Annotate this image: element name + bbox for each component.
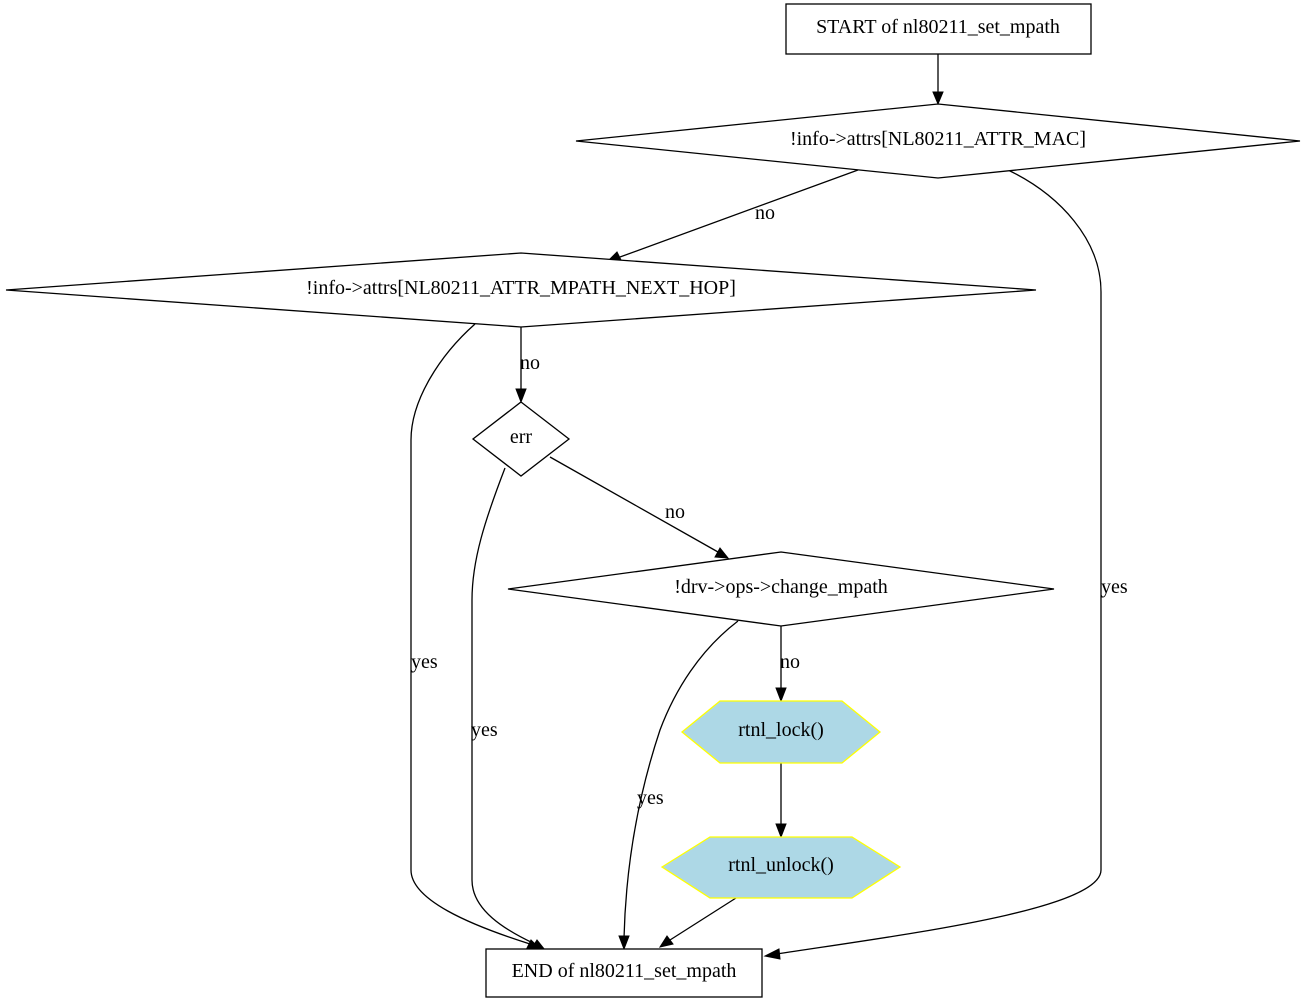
edge-label-mac-yes: yes [1101,576,1128,598]
edge-mac-no: no [606,169,859,263]
node-check-mac-label: !info->attrs[NL80211_ATTR_MAC] [790,128,1086,150]
node-rtnl-unlock-label: rtnl_unlock() [728,854,834,876]
node-rtnl-lock-label: rtnl_lock() [738,719,824,741]
node-rtnl-unlock: rtnl_unlock() [660,836,902,899]
node-check-mac: !info->attrs[NL80211_ATTR_MAC] [575,103,1301,179]
node-check-err-label: err [510,426,533,448]
edge-label-next-hop-no: no [520,352,540,374]
node-check-err: err [471,401,571,477]
edge-change-mpath-yes: yes [618,620,739,951]
node-end-label: END of nl80211_set_mpath [512,960,737,982]
node-start-label: START of nl80211_set_mpath [816,16,1060,38]
edge-start-to-mac [932,54,944,106]
node-rtnl-lock: rtnl_lock() [680,700,882,764]
edge-label-next-hop-yes: yes [411,651,438,673]
edge-err-yes: yes [471,467,547,951]
edge-label-err-yes: yes [471,719,498,741]
edge-next-hop-yes: yes [410,323,542,950]
edge-lock-to-unlock [775,763,787,839]
edge-label-err-no: no [665,501,685,523]
node-check-change-mpath-label: !drv->ops->change_mpath [674,576,888,598]
node-check-change-mpath: !drv->ops->change_mpath [507,551,1055,627]
edge-change-mpath-no: no [775,626,800,703]
edge-label-change-mpath-no: no [780,651,800,673]
edge-err-no: no [549,456,730,559]
node-end: END of nl80211_set_mpath [485,948,763,998]
edge-label-mac-no: no [755,202,775,224]
node-check-next-hop: !info->attrs[NL80211_ATTR_MPATH_NEXT_HOP… [5,252,1037,328]
edge-label-change-mpath-yes: yes [637,787,664,809]
node-start: START of nl80211_set_mpath [785,3,1092,55]
edge-unlock-to-end [658,897,737,948]
node-check-next-hop-label: !info->attrs[NL80211_ATTR_MPATH_NEXT_HOP… [306,277,736,299]
edge-mac-yes: yes [763,169,1128,960]
edge-next-hop-no: no [515,327,540,404]
